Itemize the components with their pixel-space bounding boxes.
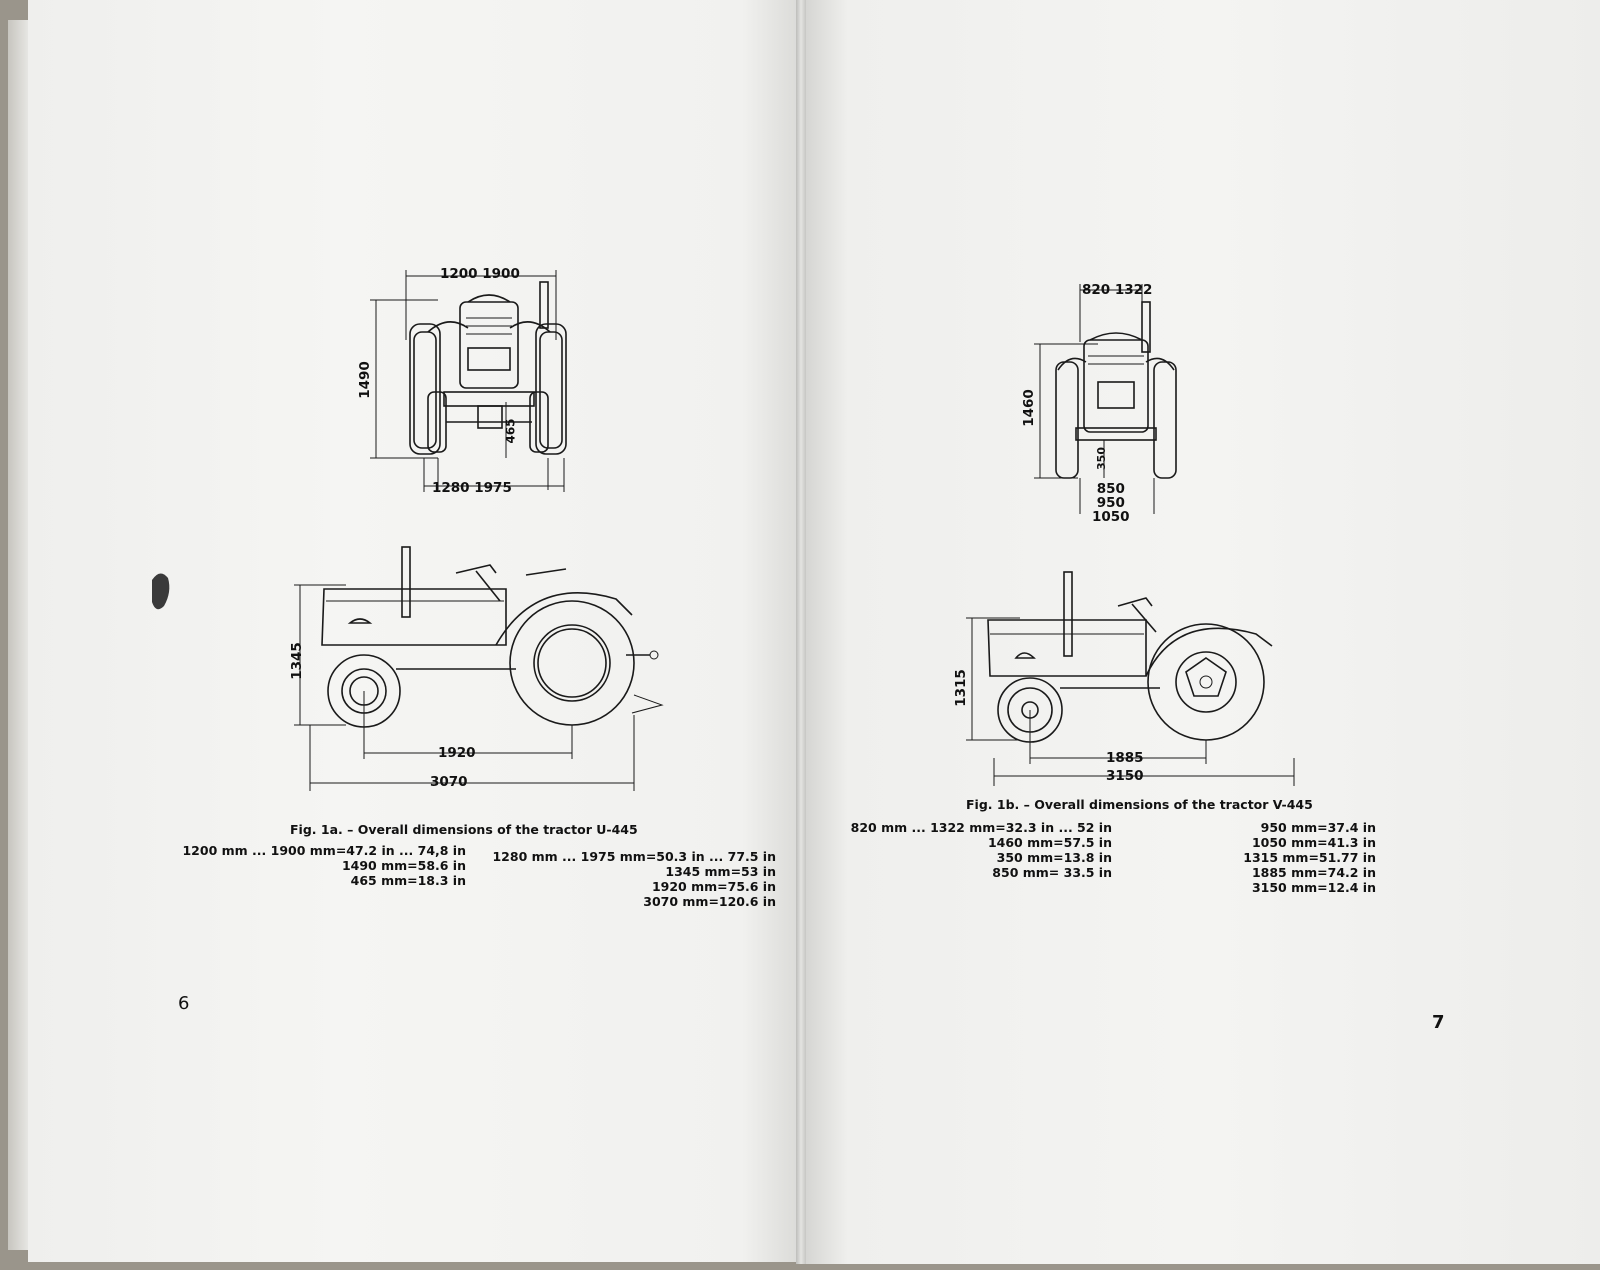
caption-fig-1a: Fig. 1a. – Overall dimensions of the tra… — [290, 822, 638, 837]
book-spine — [796, 0, 806, 1264]
conversions-1a-col2: 1280 mm ... 1975 mm=50.3 in ... 77.5 in … — [492, 849, 776, 909]
dim-1a-wheelbase: 1920 — [438, 745, 476, 761]
dim-1a-wheel-track: 1280 1975 — [432, 480, 512, 496]
page-number-right: 7 — [1432, 1012, 1445, 1033]
front-view-drawing-1a — [370, 270, 567, 492]
page-number-left: 6 — [178, 993, 190, 1014]
ink-speck — [152, 573, 170, 610]
side-view-length-dim-1b — [993, 758, 1295, 786]
side-view-drawing-1a — [294, 546, 664, 791]
dim-1a-height: 1490 — [356, 361, 373, 399]
dim-1b-length: 3150 — [1106, 768, 1144, 784]
dim-1a-track-width: 1200 1900 — [440, 266, 520, 282]
dim-1a-length: 3070 — [430, 774, 468, 790]
dim-1a-side-height: 1345 — [288, 642, 305, 680]
dim-1b-side-height: 1315 — [952, 669, 969, 707]
side-view-drawing-1b — [966, 571, 1273, 764]
front-view-drawing-1b — [1034, 284, 1177, 514]
conversions-1b-col1: 820 mm ... 1322 mm=32.3 in ... 52 in 146… — [850, 820, 1112, 880]
right-page: 820 1322 1460 350 850 950 1050 — [800, 0, 1600, 1264]
dim-1b-track-width: 820 1322 — [1082, 282, 1153, 298]
conversions-1a-col1: 1200 mm ... 1900 mm=47.2 in ... 74,8 in … — [182, 843, 466, 888]
left-page: 1200 1900 1490 465 1280 1975 — [28, 0, 804, 1262]
dim-1b-track-labels: 850 950 1050 — [1092, 481, 1130, 525]
dim-1b-wheelbase: 1885 — [1106, 750, 1144, 766]
dim-1b-clearance: 350 — [1094, 447, 1108, 470]
dim-1a-clearance: 465 — [503, 418, 518, 444]
caption-fig-1b: Fig. 1b. – Overall dimensions of the tra… — [966, 797, 1313, 812]
conversions-1b-col2: 950 mm=37.4 in 1050 mm=41.3 in 1315 mm=5… — [1243, 820, 1376, 895]
dim-1b-height: 1460 — [1020, 389, 1037, 427]
book-edge — [8, 20, 30, 1250]
